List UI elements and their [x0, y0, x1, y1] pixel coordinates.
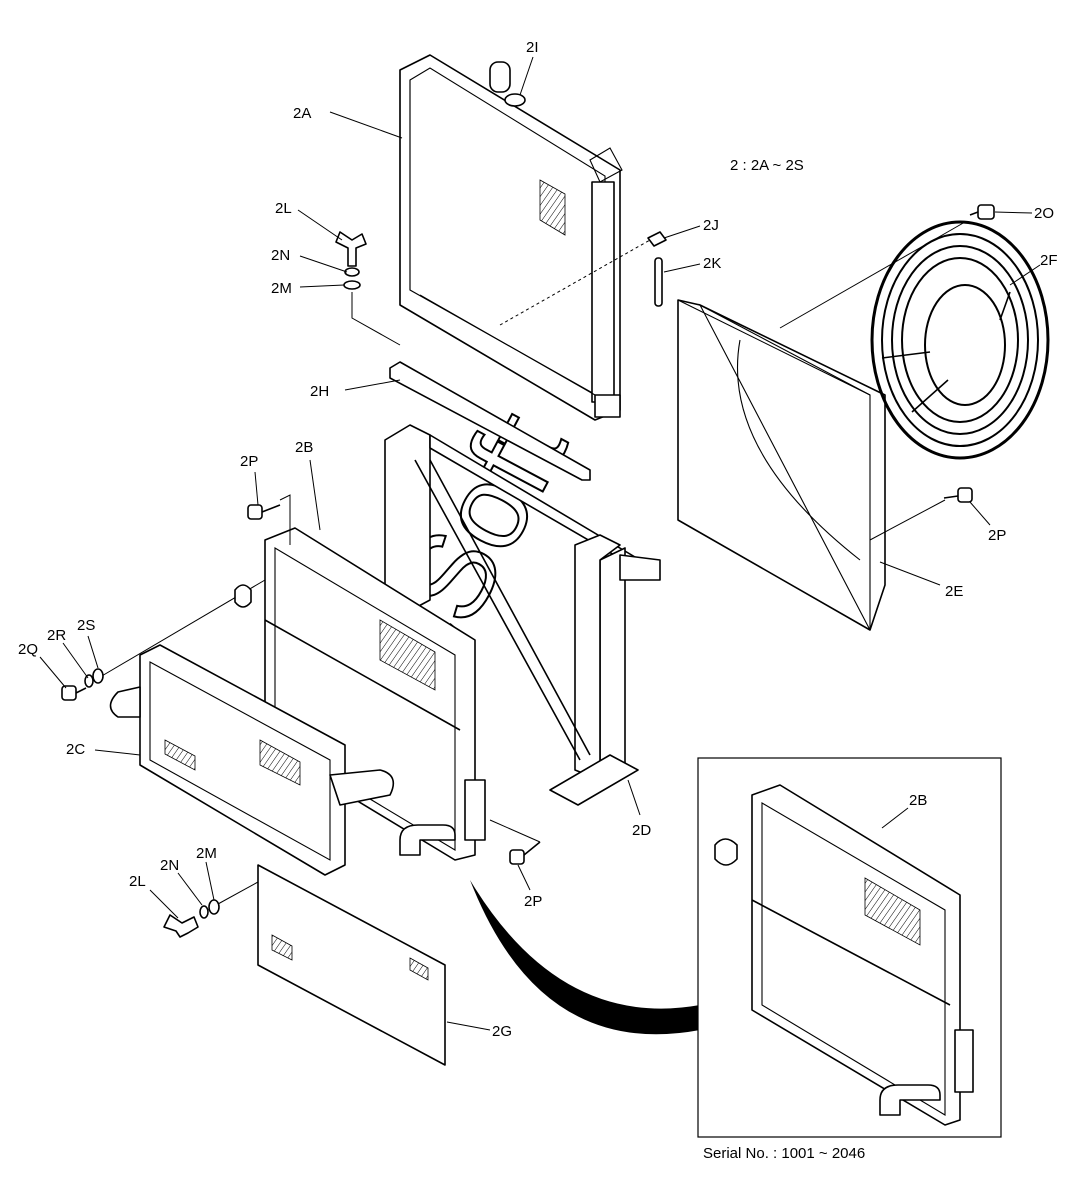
- flange-2c: [234, 584, 252, 608]
- callout-2p-bottom: 2P: [524, 893, 542, 910]
- callout-2d: 2D: [632, 822, 651, 839]
- washer-2n-bottom: [199, 905, 209, 919]
- serial-number-note: Serial No. : 1001 ~ 2046: [703, 1145, 865, 1162]
- callout-2p-left: 2P: [240, 453, 258, 470]
- clip-2j: [647, 231, 667, 247]
- washer-2m-bottom: [208, 899, 220, 915]
- washer-2n-top: [344, 267, 360, 277]
- hose-2j-guide: [499, 239, 651, 326]
- washer-2s: [92, 668, 104, 684]
- callout-2c: 2C: [66, 741, 85, 758]
- callout-2f: 2F: [1040, 252, 1058, 269]
- callout-2n-bottom: 2N: [160, 857, 179, 874]
- wing-bolt-2l-bottom: [163, 914, 199, 938]
- callout-2a: 2A: [293, 105, 311, 122]
- callout-2p-right: 2P: [988, 527, 1006, 544]
- bolt-2q: [61, 685, 87, 701]
- callout-2l-bottom: 2L: [129, 873, 146, 890]
- fan-guard-2f: [870, 220, 1050, 460]
- callout-2n-top: 2N: [271, 247, 290, 264]
- callout-2m-bottom: 2M: [196, 845, 217, 862]
- radiator-2a: [399, 54, 623, 421]
- washer-2r: [84, 674, 94, 688]
- shroud-2e: [677, 299, 886, 631]
- callout-labels: 2A 2I 2L 2N 2M 2J 2K 2O 2F 2H 2P 2B 2P 2…: [18, 39, 1058, 1040]
- bolt-2p-left: [247, 504, 281, 520]
- callout-2i: 2I: [526, 39, 539, 56]
- detail-sweep: [470, 880, 700, 1035]
- washer-2m-top: [343, 280, 361, 290]
- callout-2j: 2J: [703, 217, 719, 234]
- bolt-2p-right: [943, 487, 973, 503]
- frame-2d: [384, 424, 661, 806]
- callout-2l-top: 2L: [275, 200, 292, 217]
- tube-2k: [654, 257, 663, 307]
- bolt-2o: [969, 204, 995, 220]
- callout-2g: 2G: [492, 1023, 512, 1040]
- callout-2k: 2K: [703, 255, 721, 272]
- panel-2g: [257, 864, 446, 1066]
- callout-2b-inset: 2B: [909, 792, 927, 809]
- callout-2h: 2H: [310, 383, 329, 400]
- callout-2m-top: 2M: [271, 280, 292, 297]
- callout-2r: 2R: [47, 627, 66, 644]
- cooler-2c: [109, 644, 395, 876]
- bolt-2p-bottom: [509, 841, 541, 865]
- cooler-2b-main: [264, 527, 486, 861]
- cooler-2b-inset: [714, 784, 974, 1126]
- callout-2b-main: 2B: [295, 439, 313, 456]
- leader-lines: [39, 56, 1041, 1031]
- callout-2e: 2E: [945, 583, 963, 600]
- strip-2h: [389, 361, 591, 481]
- callout-2o: 2O: [1034, 205, 1054, 222]
- callout-2s: 2S: [77, 617, 95, 634]
- callout-2q: 2Q: [18, 641, 38, 658]
- group-range-note: 2 : 2A ~ 2S: [730, 157, 804, 174]
- wing-bolt-2l-top: [335, 231, 367, 267]
